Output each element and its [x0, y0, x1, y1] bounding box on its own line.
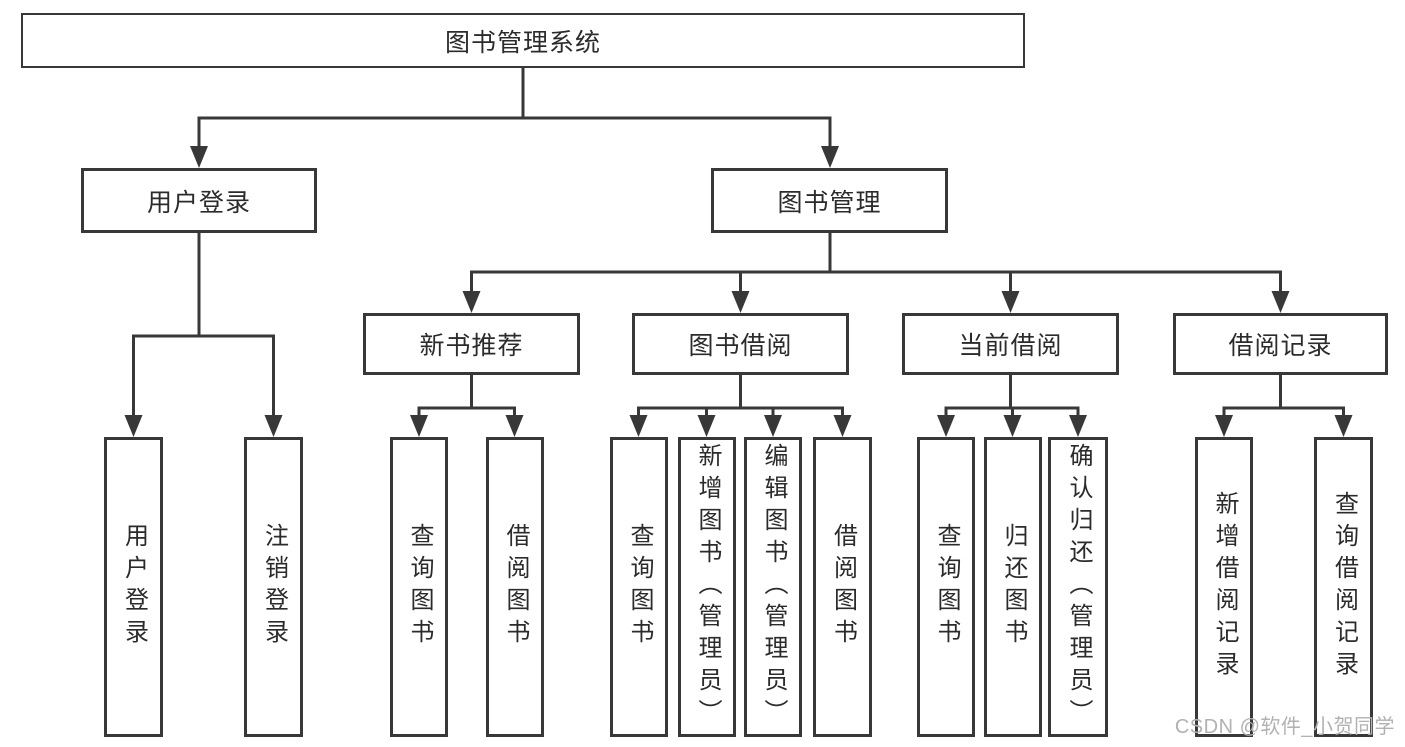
arrowhead: [1001, 291, 1020, 313]
node-label: 用户登录: [146, 188, 251, 217]
leaf-borrow-book-recommend: 借阅图书: [486, 437, 544, 737]
leaf-query-borrow-record: 查询借阅记录: [1314, 437, 1373, 737]
arrowhead: [1215, 415, 1233, 437]
node-label: 确认归还（管理员）: [1065, 443, 1092, 731]
node-label: 图书管理系统: [444, 28, 601, 57]
leaf-confirm-return-admin: 确认归还（管理员）: [1048, 437, 1108, 737]
arrowhead: [505, 415, 524, 437]
leaf-query-book-borrow: 查询图书: [610, 437, 668, 737]
arrowhead: [410, 415, 428, 437]
node-label: 借阅记录: [1228, 332, 1333, 360]
arrowhead: [1069, 415, 1087, 437]
node-label: 归还图书: [1000, 523, 1027, 651]
node-label: 查询图书: [626, 523, 653, 651]
node-label: 注销登录: [260, 523, 288, 651]
arrowhead: [731, 291, 750, 313]
leaf-edit-book-admin: 编辑图书（管理员）: [744, 437, 802, 737]
node-label: 借阅图书: [502, 523, 529, 651]
arrowhead: [124, 415, 143, 437]
arrowhead: [190, 146, 208, 168]
arrowhead: [821, 146, 839, 168]
node-current-borrow: 当前借阅: [902, 313, 1119, 375]
node-label: 图书管理: [777, 188, 882, 217]
connector-lines: [132, 68, 1345, 420]
node-label: 当前借阅: [958, 332, 1063, 360]
arrowhead: [1271, 291, 1290, 313]
node-borrow-record: 借阅记录: [1173, 313, 1388, 375]
leaf-borrow-book: 借阅图书: [813, 437, 872, 737]
arrowhead: [629, 415, 648, 437]
leaf-logout: 注销登录: [244, 437, 303, 737]
watermark-text: CSDN @软件_小贺同学: [1174, 716, 1395, 738]
node-label: 新增图书（管理员）: [694, 443, 721, 731]
node-user-login: 用户登录: [81, 168, 317, 233]
node-book-management: 图书管理: [711, 168, 948, 233]
arrowhead: [833, 415, 852, 437]
leaf-user-login: 用户登录: [104, 437, 163, 737]
arrowhead: [764, 415, 782, 437]
leaf-query-book-current: 查询图书: [917, 437, 975, 737]
node-label: 查询图书: [406, 523, 433, 651]
arrowhead: [697, 415, 716, 437]
leaf-add-borrow-record: 新增借阅记录: [1195, 437, 1253, 737]
arrowhead: [264, 415, 283, 437]
node-label: 查询图书: [933, 523, 960, 651]
node-label: 新书推荐: [419, 332, 524, 360]
arrowhead: [1334, 415, 1353, 437]
node-label: 图书借阅: [688, 332, 793, 360]
node-label: 新增借阅记录: [1211, 491, 1238, 683]
node-new-book-recommend: 新书推荐: [363, 313, 580, 375]
leaf-return-book: 归还图书: [984, 437, 1042, 737]
node-book-borrow: 图书借阅: [632, 313, 849, 375]
arrowhead: [1003, 415, 1022, 437]
leaf-add-book-admin: 新增图书（管理员）: [678, 437, 736, 737]
arrowhead: [462, 291, 481, 313]
arrowhead: [937, 415, 955, 437]
node-label: 编辑图书（管理员）: [760, 443, 787, 731]
node-label: 用户登录: [120, 523, 148, 651]
node-system-root: 图书管理系统: [21, 13, 1025, 68]
leaf-query-book-recommend: 查询图书: [390, 437, 448, 737]
node-label: 查询借阅记录: [1330, 491, 1358, 683]
node-label: 借阅图书: [829, 523, 857, 651]
